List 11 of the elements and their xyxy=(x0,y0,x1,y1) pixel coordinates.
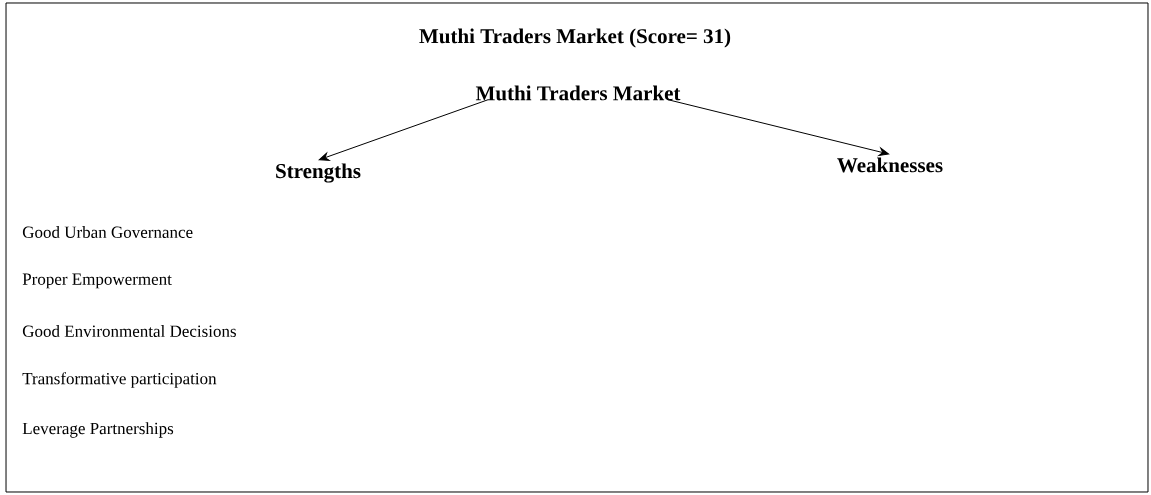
title: Muthi Traders Market (Score= 31) xyxy=(419,28,731,48)
heading-text: Strengths xyxy=(276,163,361,183)
list-item: Leverage Partnerships xyxy=(22,422,174,438)
list-item: Transformative participation xyxy=(22,372,217,388)
arrow xyxy=(667,99,890,157)
list-item: Good Environmental Decisions xyxy=(22,325,236,337)
list-item: Proper Empowerment xyxy=(22,273,172,289)
heading-text: Weaknesses xyxy=(837,157,943,173)
heading-text: Muthi Traders Market xyxy=(475,85,681,101)
arrow xyxy=(318,99,489,161)
list-item: Good Urban Governance xyxy=(22,226,193,238)
